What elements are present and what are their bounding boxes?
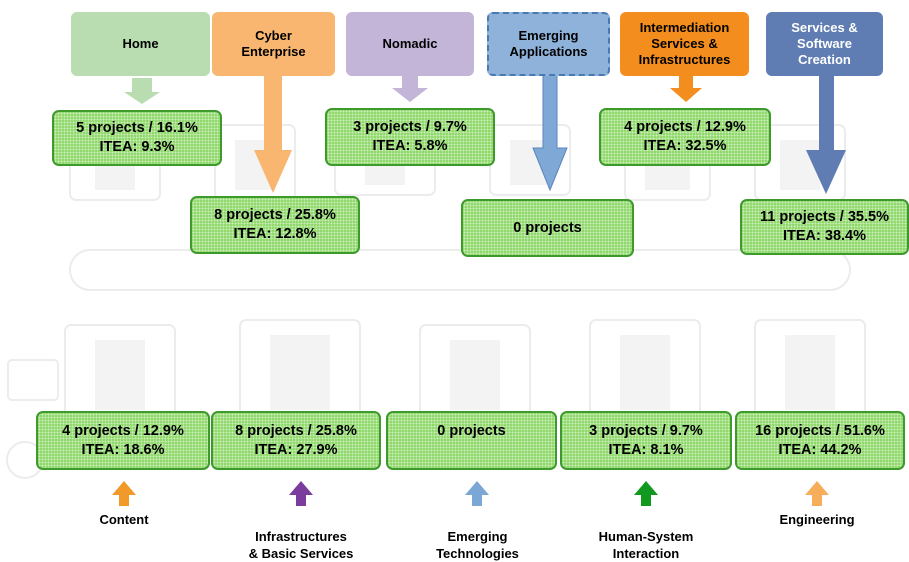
bottom-label-engineering: Engineering	[779, 512, 855, 527]
emerging-technologies-arrow-icon	[465, 481, 489, 506]
stat-itea: ITEA: 9.3%	[99, 139, 175, 155]
stat-itea: ITEA: 5.8%	[372, 138, 448, 154]
stat-box-services-software: 11 projects / 35.5% ITEA: 38.4%	[740, 199, 909, 255]
top-category-intermediation: Intermediation Services & Infrastructure…	[620, 12, 749, 76]
background-illustration	[6, 124, 866, 479]
stat-box-cyber-enterprise: 8 projects / 25.8% ITEA: 12.8%	[190, 196, 360, 254]
stat-box-infrastructures: 8 projects / 25.8% ITEA: 27.9%	[211, 411, 381, 470]
home-arrow-icon	[124, 78, 160, 104]
top-category-label: Emerging Applications	[509, 28, 588, 59]
cyber-enterprise-arrow-icon	[254, 70, 292, 193]
top-category-label: Home	[122, 36, 159, 51]
human-system-arrow-icon	[634, 481, 658, 506]
bottom-label-human-system: Human-System Interaction	[598, 529, 694, 561]
top-category-label: Services & Software Creation	[791, 20, 858, 67]
bottom-label-infrastructures: Infrastructures & Basic Services	[248, 529, 354, 561]
top-category-label: Nomadic	[382, 36, 438, 51]
stat-box-home: 5 projects / 16.1% ITEA: 9.3%	[52, 110, 222, 166]
stat-box-human-system: 3 projects / 9.7% ITEA: 8.1%	[560, 411, 732, 470]
stat-box-engineering: 16 projects / 51.6% ITEA: 44.2%	[735, 411, 905, 470]
top-category-label: Cyber Enterprise	[241, 28, 306, 59]
top-category-home: Home	[71, 12, 210, 76]
stat-itea: ITEA: 8.1%	[608, 441, 684, 458]
stat-box-emerging-applications: 0 projects	[461, 199, 634, 257]
stat-itea: ITEA: 27.9%	[254, 441, 338, 458]
stat-itea: ITEA: 12.8%	[233, 226, 317, 242]
infrastructures-arrow-icon	[289, 481, 313, 506]
stat-projects: 4 projects / 12.9%	[62, 422, 184, 439]
intermediation-arrow-icon	[670, 74, 702, 102]
emerging-applications-arrow-icon	[532, 73, 568, 192]
stat-projects: 0 projects	[513, 219, 582, 236]
bottom-label-content: Content	[99, 512, 149, 527]
stat-projects: 16 projects / 51.6%	[755, 422, 885, 439]
nomadic-arrow-icon	[392, 74, 428, 102]
stat-projects: 3 projects / 9.7%	[589, 422, 703, 439]
stat-itea: ITEA: 32.5%	[643, 138, 727, 154]
stat-projects: 0 projects	[437, 423, 506, 439]
stat-box-nomadic: 3 projects / 9.7% ITEA: 5.8%	[325, 108, 495, 166]
top-category-services-software: Services & Software Creation	[766, 12, 883, 76]
content-arrow-icon	[112, 481, 136, 506]
stat-itea: ITEA: 44.2%	[778, 441, 862, 458]
stat-projects: 3 projects / 9.7%	[353, 119, 467, 135]
top-category-emerging-applications: Emerging Applications	[487, 12, 610, 76]
stat-projects: 11 projects / 35.5%	[760, 209, 889, 225]
engineering-arrow-icon	[805, 481, 829, 506]
stat-box-intermediation: 4 projects / 12.9% ITEA: 32.5%	[599, 108, 771, 166]
top-category-label: Intermediation Services & Infrastructure…	[638, 20, 731, 67]
stat-box-content: 4 projects / 12.9% ITEA: 18.6%	[36, 411, 210, 470]
stat-projects: 8 projects / 25.8%	[235, 422, 357, 439]
stat-projects: 5 projects / 16.1%	[76, 120, 198, 136]
top-category-nomadic: Nomadic	[346, 12, 474, 76]
stat-box-emerging-technologies: 0 projects	[386, 411, 557, 470]
bottom-label-emerging-technologies: Emerging Technologies	[436, 529, 519, 561]
stat-projects: 8 projects / 25.8%	[214, 207, 336, 223]
stat-itea: ITEA: 18.6%	[81, 441, 165, 458]
arrows-layer	[112, 70, 846, 506]
stat-projects: 4 projects / 12.9%	[624, 119, 746, 135]
services-software-arrow-icon	[806, 74, 846, 194]
stat-itea: ITEA: 38.4%	[783, 228, 866, 244]
top-category-cyber-enterprise: Cyber Enterprise	[212, 12, 335, 76]
